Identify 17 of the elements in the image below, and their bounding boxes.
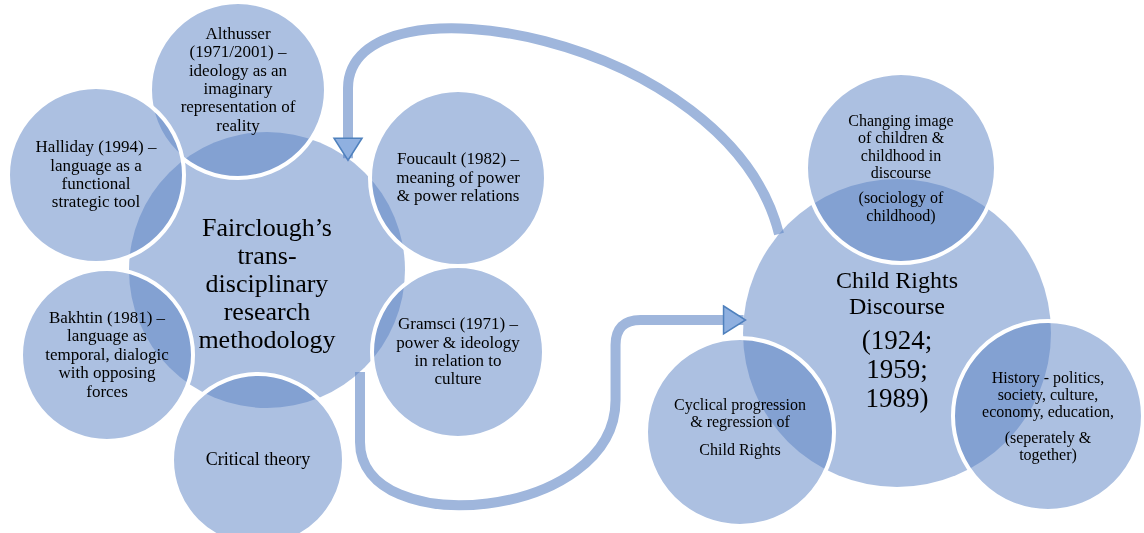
circle-label: Gramsci (1971) – power & ideology in relation to culture: [395, 315, 521, 389]
circle-sublabel: (seperately & together): [1003, 428, 1093, 464]
circle-label: Althusser (1971/2001) – ideology as an imaginary representation of reality: [179, 24, 297, 136]
circle-label: Cyclical progression & regression of: [673, 396, 807, 431]
circle-sublabel: Child Rights: [698, 440, 782, 458]
circle-sublabel: (1924; 1959; 1989): [860, 326, 934, 414]
circle-label: Halliday (1994) – language as a functional strategic tool: [34, 138, 158, 212]
circle-label: Fairclough’s trans-disciplinary research methodology: [197, 213, 337, 355]
circle-label: Bakhtin (1981) – language as temporal, dialogic with opposing forces: [44, 309, 170, 401]
curved-arrow: [355, 305, 747, 511]
circle-label: History - politics, society, culture, economy, education,: [981, 368, 1115, 421]
circle-label: Changing image of children & childhood in discourse: [847, 112, 955, 182]
circle-label: Critical theory: [204, 450, 312, 470]
circle-sublabel: (sociology of childhood): [857, 189, 945, 224]
circle-label: Foucault (1982) – meaning of power & power relations: [395, 150, 521, 206]
curved-arrow: [333, 23, 784, 236]
circle-label: Child Rights Discourse: [835, 268, 959, 321]
